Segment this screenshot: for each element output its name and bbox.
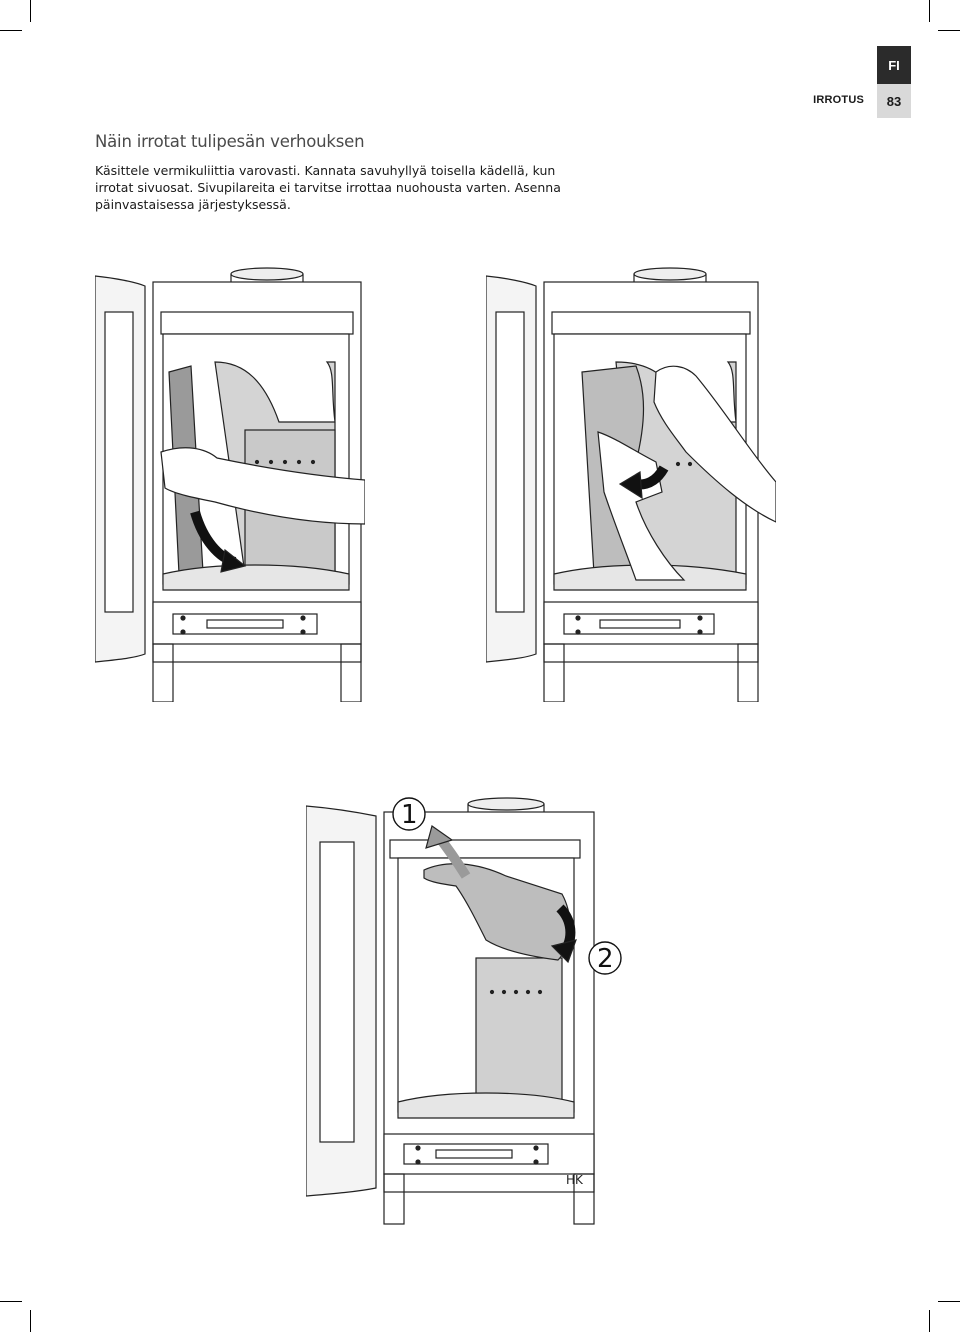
body-line: Käsittele vermikuliittia varovasti. Kann… [95,163,556,178]
crop-mark [929,0,930,22]
crop-mark [938,1301,960,1302]
crop-mark [0,1301,22,1302]
body-line: irrotat sivuosat. Sivupilareita ei tarvi… [95,180,561,195]
step-one-label: 1 [401,800,418,830]
body-line: päinvastaisessa järjestyksessä. [95,197,291,212]
page-title: Näin irrotat tulipesän verhouksen [95,132,365,151]
crop-mark [0,30,22,31]
body-text: Käsittele vermikuliittia varovasti. Kann… [95,162,561,213]
stove-illustration-left [95,267,365,702]
crop-mark [30,0,31,22]
language-tab: FI [877,46,911,84]
stove-illustration-bottom: 1 2 HK [306,797,622,1225]
section-label: IRROTUS [813,94,864,106]
crop-mark [929,1310,930,1332]
crop-mark [30,1310,31,1332]
stove-illustration-right [486,267,776,702]
page-number: 83 [877,84,911,118]
crop-mark [938,30,960,31]
step-two-label: 2 [597,944,614,974]
artist-signature: HK [566,1173,584,1187]
